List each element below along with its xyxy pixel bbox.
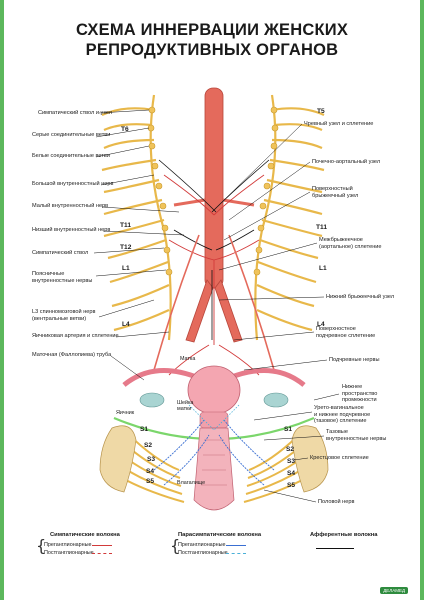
label-sympathetic-trunk-ganglion: Симпатический ствол и узел xyxy=(38,110,113,116)
level-t5: T5 xyxy=(317,108,325,115)
label-uterovaginal-plexus: Урето-вагинальное и нижнее подчревное (т… xyxy=(314,405,371,425)
label-greater-splanchnic: Большой внутренностный нерв xyxy=(32,181,114,187)
legend-parasympathetic-brace: { xyxy=(170,536,181,555)
level-l1-right: L1 xyxy=(319,265,327,272)
legend-sympathetic-pre-swatch xyxy=(92,545,112,546)
parasympathetic-fibers xyxy=(153,419,275,486)
organ-label-cervix: Шейка матки xyxy=(177,400,194,412)
label-gray-rami: Серые соединительные ветви xyxy=(32,132,111,138)
level-s3-right: S3 xyxy=(287,458,296,465)
poster-title-line-2: РЕПРОДУКТИВНЫХ ОРГАНОВ xyxy=(85,41,339,59)
label-lumbar-splanchnic: Поясничные внутренностные нервы xyxy=(32,271,93,284)
renal-arteries xyxy=(173,198,255,207)
level-s1-left: S1 xyxy=(140,426,149,433)
label-superior-mesenteric-ganglion: Поверхностный брыжеечный узел xyxy=(312,186,359,199)
label-least-splanchnic: Низший внутренностный нерв xyxy=(32,227,111,233)
label-white-rami: Белые соединительные ветви xyxy=(32,153,110,159)
legend-parasympathetic-title: Парасимпатические волокна xyxy=(178,532,262,538)
label-l3-spinal-nerve: L3 спинномозговой нерв (вентральные ветв… xyxy=(32,309,96,322)
level-s4-right: S4 xyxy=(287,470,296,477)
legend-afferent-swatch xyxy=(316,548,354,549)
uterus-complex xyxy=(122,365,306,429)
legend-sympathetic-post-swatch xyxy=(92,553,112,554)
level-t6: T6 xyxy=(121,126,129,133)
level-l4-left: L4 xyxy=(122,321,130,328)
level-s5-left: S5 xyxy=(146,478,155,485)
parasympathetic-post-fibers xyxy=(188,404,240,431)
level-l4-right: L4 xyxy=(317,321,325,328)
legend-parasympathetic-post: Постганглионарные xyxy=(178,550,228,556)
label-sacral-plexus: Крестцовое сплетение xyxy=(310,455,369,461)
label-superior-hypogastric-plexus: Поверхностное подчревное сплетение xyxy=(316,326,376,339)
ovarian-arteries xyxy=(153,234,275,371)
label-sympathetic-trunk: Симпатический ствол xyxy=(32,250,89,256)
afferent-fibers xyxy=(158,159,270,340)
level-t11-left: T11 xyxy=(120,222,131,229)
label-pelvic-splanchnic: Тазовые внутренностные нервы xyxy=(326,429,387,442)
sacrum xyxy=(99,425,329,493)
organ-label-ovary: Яичник xyxy=(116,410,135,416)
legend-afferent-title: Афферентные волокна xyxy=(310,532,378,538)
label-intermesenteric-plexus: Межбрыжеечное (аортальное) сплетение xyxy=(319,237,382,250)
level-s4-left: S4 xyxy=(146,468,155,475)
right-sympathetic-chain xyxy=(254,94,325,341)
label-inferior-mesenteric-ganglion: Нижний брыжеечный узел xyxy=(326,294,395,300)
legend-parasympathetic-pre: Преганглионарные xyxy=(178,542,226,548)
organ-label-uterus: Матка xyxy=(180,356,196,362)
legend-sympathetic-title: Симпатические волокна xyxy=(50,532,120,538)
poster-title-line-1: СХЕМА ИННЕРВАЦИИ ЖЕНСКИХ xyxy=(75,21,349,39)
left-sympathetic-chain xyxy=(101,94,172,341)
label-celiac-ganglion: Чревный узел и сплетение xyxy=(304,121,374,127)
level-s2-right: S2 xyxy=(286,446,295,453)
chain-ganglia xyxy=(147,106,279,276)
label-pudendal-nerve: Половой нерв xyxy=(318,499,355,505)
label-lesser-splanchnic: Малый внутренностный нерв xyxy=(32,203,109,209)
level-t12: T12 xyxy=(120,244,132,251)
legend-sympathetic-pre: Преганглионарные xyxy=(44,542,92,548)
innervation-illustration xyxy=(93,87,340,511)
right-leader-lines xyxy=(218,123,340,503)
level-l1-left: L1 xyxy=(122,265,130,272)
level-t11-right: T11 xyxy=(316,224,327,231)
legend-sympathetic-brace: { xyxy=(36,536,47,555)
label-aorticorenal-ganglion: Почечно-аортальный узел xyxy=(312,159,381,165)
level-s3-left: S3 xyxy=(147,456,156,463)
label-fallopian-tube: Маточная (Фаллопиева) труба xyxy=(32,352,112,358)
publisher-logo: ДЕЛАМЕД xyxy=(380,587,408,594)
vagina xyxy=(193,427,235,511)
label-perineal-space: Нижнее пространство промежности xyxy=(342,384,378,404)
level-s2-left: S2 xyxy=(144,442,153,449)
left-leader-lines xyxy=(93,109,185,381)
level-s1-right: S1 xyxy=(284,426,293,433)
legend-parasympathetic-pre-swatch xyxy=(226,545,246,546)
organ-label-vagina: Влагалище xyxy=(177,480,206,486)
legend-parasympathetic-post-swatch xyxy=(226,553,246,554)
legend-sympathetic-post: Постганглионарные xyxy=(44,550,94,556)
level-s5-right: S5 xyxy=(287,482,296,489)
label-hypogastric-nerves: Подчревные нервы xyxy=(329,357,380,363)
label-ovarian-artery: Яичниковая артерия и сплетение xyxy=(32,333,119,339)
